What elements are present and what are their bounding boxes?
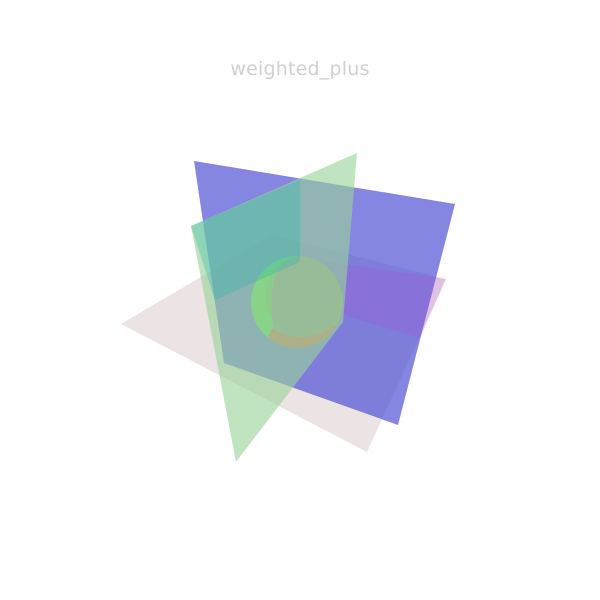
green-blue-overlap <box>191 180 300 300</box>
green-vertical-plane <box>191 153 357 462</box>
scene-title: weighted_plus <box>230 58 370 80</box>
